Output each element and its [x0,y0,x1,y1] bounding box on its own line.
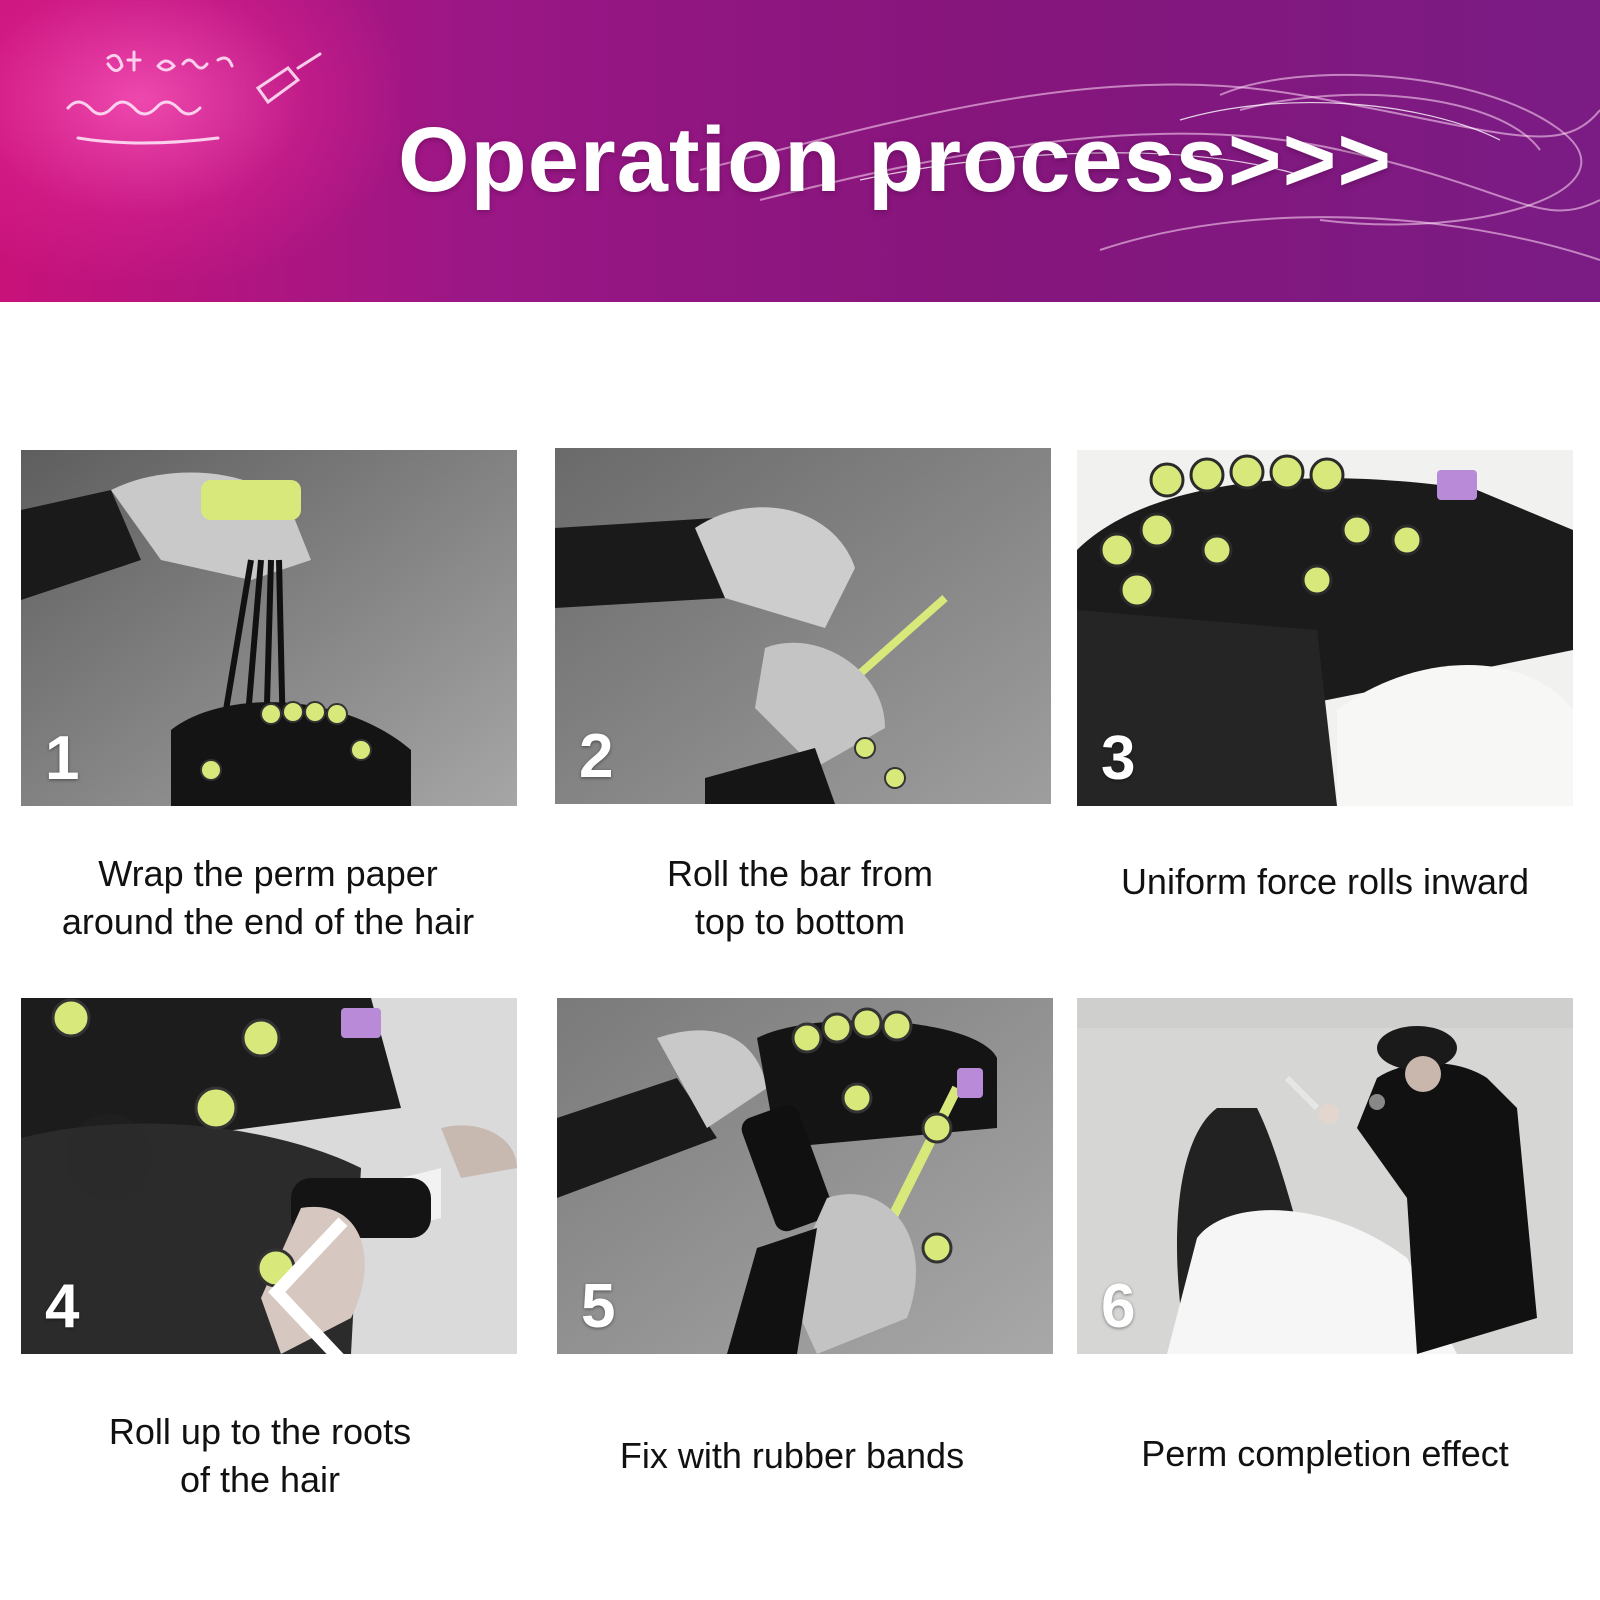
hair-swirl-decoration [699,73,1600,261]
caption-line: top to bottom [694,901,906,942]
step-number: 6 [1101,1272,1136,1341]
caption-line: Fix with rubber bands [619,1435,965,1476]
step-photo-2: 2 [555,448,1051,804]
caption-line: Roll up to the roots [108,1411,412,1452]
step-3-illustration [1077,450,1573,806]
step-caption-5: Fix with rubber bands [532,1432,1052,1480]
chevron-left-icon[interactable] [66,1114,348,1354]
step-number: 1 [45,724,80,793]
step-photo-3: 3 [1077,450,1573,806]
step-caption-4: Roll up to the roots of the hair [0,1408,520,1504]
step-photo-5: 5 [557,998,1053,1354]
step-2-illustration [555,448,1051,804]
caption-line: Wrap the perm paper [98,853,438,894]
caption-line: Uniform force rolls inward [1120,861,1530,902]
step-photo-6: 6 [1077,998,1573,1354]
step-caption-6: Perm completion effect [1065,1430,1585,1478]
step-photo-1: 1 [21,450,517,806]
step-5-illustration [557,998,1053,1354]
step-6-illustration [1077,998,1573,1354]
step-4-illustration [21,998,517,1354]
step-caption-2: Roll the bar from top to bottom [540,850,1060,946]
step-photo-4: 4 [21,998,517,1354]
caption-line: Perm completion effect [1141,1433,1509,1474]
step-number: 5 [581,1272,616,1341]
step-number: 4 [45,1272,80,1341]
caption-line: Roll the bar from [666,853,934,894]
page-title: Operation process>>> [398,109,1393,211]
caption-line: of the hair [179,1459,341,1500]
header-banner: Operation process>>> [0,0,1600,302]
step-caption-1: Wrap the perm paper around the end of th… [8,850,528,946]
step-1-illustration [21,450,517,806]
step-caption-3: Uniform force rolls inward [1065,858,1585,906]
caption-line: around the end of the hair [61,901,475,942]
brand-logo-icon [66,50,322,145]
step-number: 3 [1101,724,1136,793]
step-number: 2 [579,722,614,791]
